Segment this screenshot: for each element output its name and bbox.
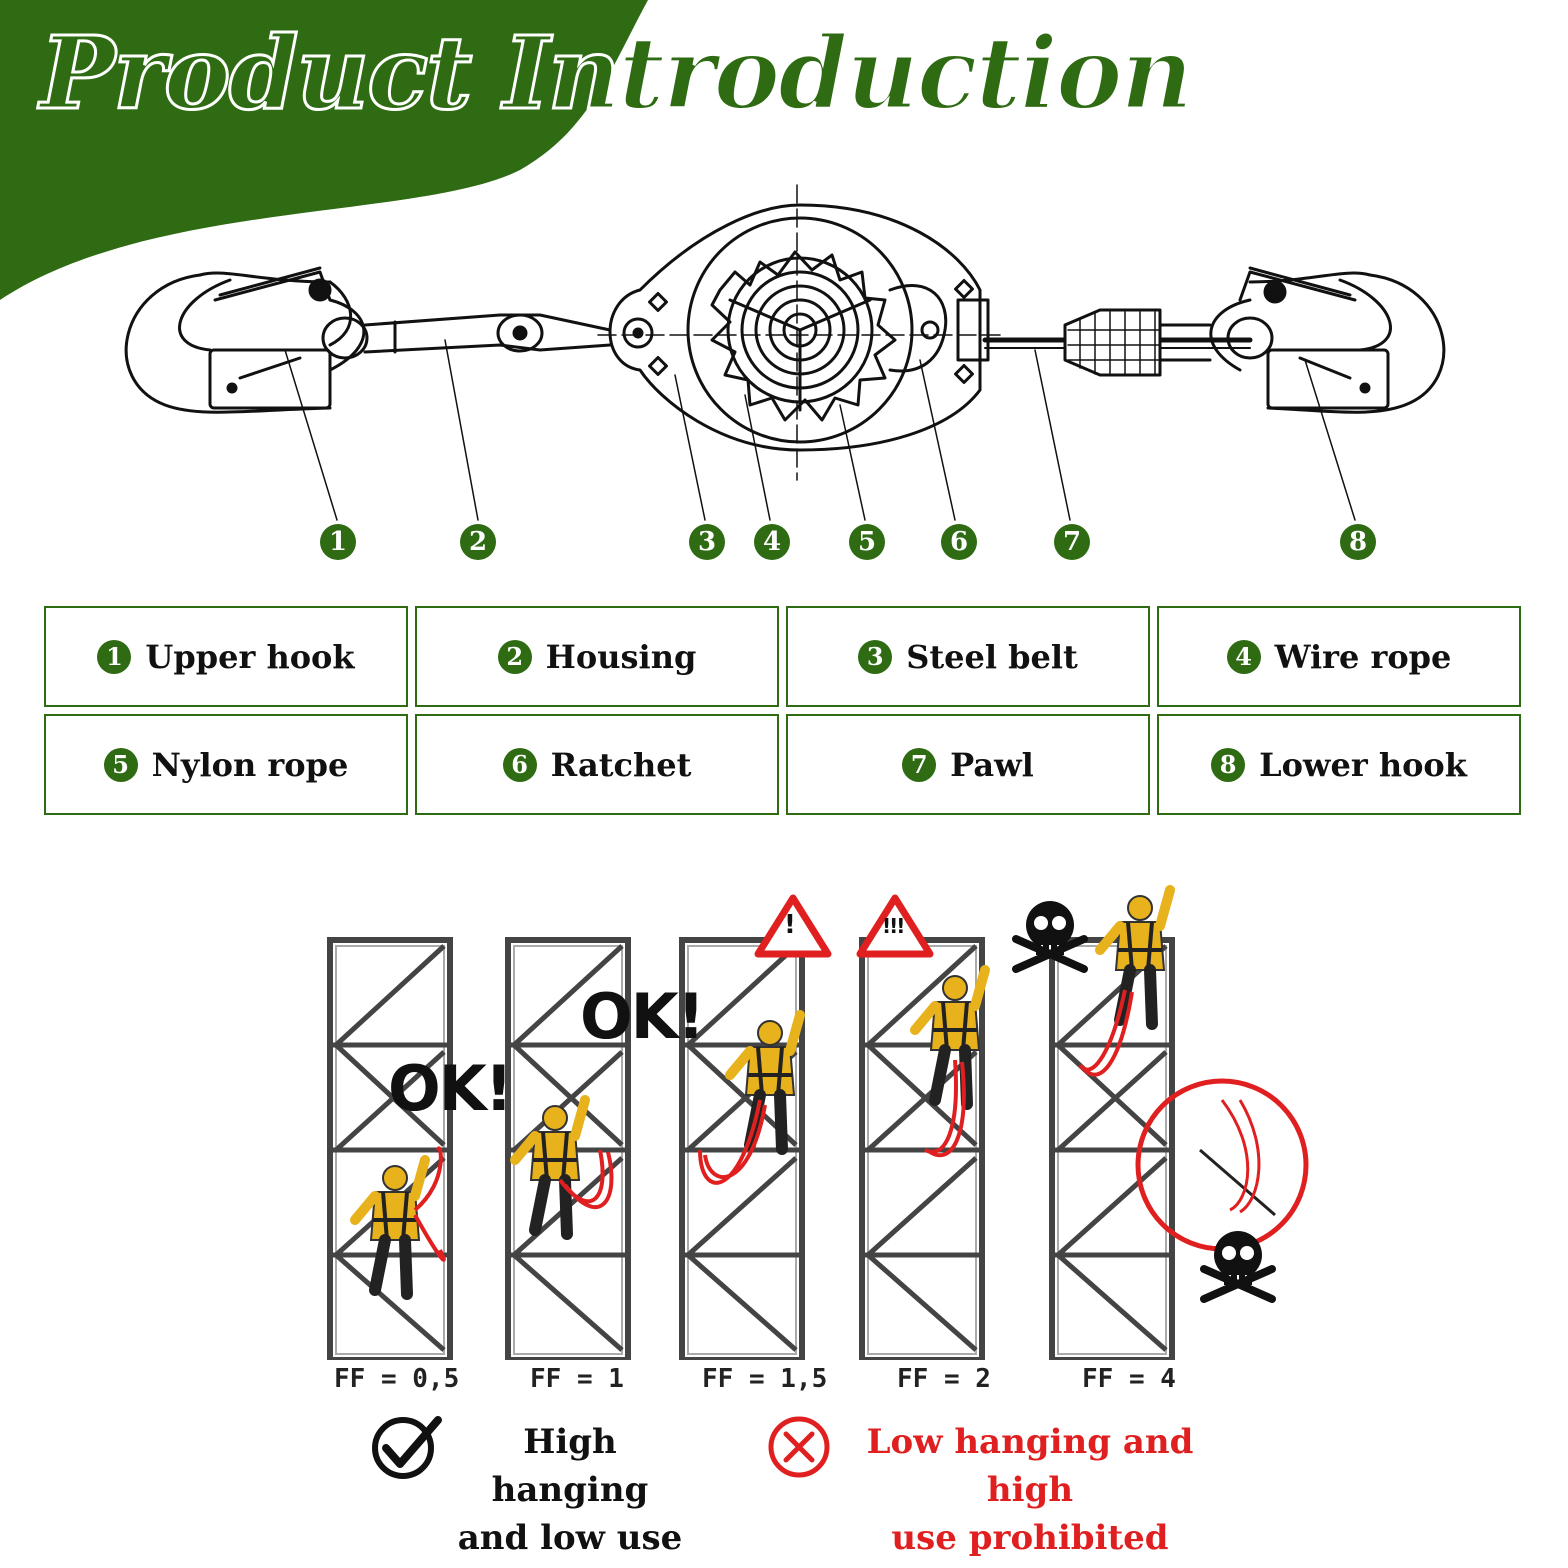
callout-1: 1 [320, 524, 356, 560]
fall-arrow [1199, 1148, 1276, 1217]
prohibited-practice-caption: Low hanging and high use prohibited [840, 1418, 1220, 1562]
x-circle-icon [768, 1416, 830, 1478]
lanyard-4 [924, 1059, 966, 1158]
bad-caption-line1: Low hanging and high [866, 1422, 1194, 1510]
legend-cell-pawl: 7 Pawl [786, 714, 1150, 815]
warning-mark: ! [784, 910, 796, 940]
callout-2: 2 [460, 524, 496, 560]
legend-cell-nylon-rope: 5 Nylon rope [44, 714, 408, 815]
fall-factor-label: FF = 1,5 [702, 1364, 828, 1394]
legend-number: 3 [858, 639, 893, 674]
ok-label: OK! [580, 980, 705, 1053]
legend-cell-housing: 2 Housing [415, 606, 779, 707]
lanyard-5 [1078, 989, 1134, 1077]
worker-5 [1100, 890, 1170, 1024]
legend-label: Upper hook [145, 637, 355, 676]
callout-3: 3 [689, 524, 725, 560]
upper-hook-shape [124, 266, 369, 414]
bad-caption-line2: use prohibited [891, 1518, 1169, 1558]
ok-label: OK! [388, 1052, 513, 1125]
legend-cell-ratchet: 6 Ratchet [415, 714, 779, 815]
legend-number: 1 [97, 639, 132, 674]
legend-label: Housing [545, 637, 697, 676]
checkmark-circle-icon [372, 1416, 442, 1479]
self-retracting-lifeline-drawing [124, 184, 1446, 521]
legend-cell-steel-belt: 3 Steel belt [786, 606, 1150, 707]
lanyard-3 [698, 1099, 767, 1185]
callout-6: 6 [941, 524, 977, 560]
housing-shape [608, 203, 990, 452]
legend-number: 2 [497, 639, 532, 674]
legend-label: Steel belt [906, 637, 1078, 676]
legend-number: 5 [103, 747, 138, 782]
legend-number: 7 [902, 747, 937, 782]
callout-7: 7 [1054, 524, 1090, 560]
legend-number: 4 [1226, 639, 1261, 674]
lanyard-2 [558, 1149, 614, 1210]
warning-triangle-icon [754, 894, 832, 958]
fall-factor-label: FF = 4 [1082, 1364, 1176, 1394]
double-warning-triangle-icon [856, 894, 934, 958]
legend-number: 8 [1211, 747, 1246, 782]
fall-factor-label: FF = 0,5 [334, 1364, 460, 1394]
callout-5: 5 [849, 524, 885, 560]
warning-mark: !!! [882, 914, 905, 938]
page-title: Product Introduction [38, 13, 1194, 134]
header-corner-banner [0, 0, 648, 300]
legend-label: Lower hook [1259, 745, 1467, 784]
worker-3 [730, 1015, 800, 1149]
legend-label: Nylon rope [151, 745, 349, 784]
legend-label: Ratchet [550, 745, 692, 784]
worker-2 [515, 1100, 585, 1234]
fall-factor-illustration [310, 880, 1309, 1360]
good-caption-line2: and low use [457, 1518, 683, 1558]
legend-label: Pawl [950, 745, 1034, 784]
callout-8: 8 [1340, 524, 1376, 560]
legend-label: Wire rope [1274, 637, 1452, 676]
legend-cell-lower-hook: 8 Lower hook [1157, 714, 1521, 815]
parts-legend-table: 1 Upper hook 2 Housing 3 Steel belt 4 Wi… [44, 606, 1524, 820]
scaffold-tower-1 [330, 940, 450, 1360]
legend-cell-upper-hook: 1 Upper hook [44, 606, 408, 707]
good-practice-caption: High hanging and low use [440, 1418, 700, 1562]
fall-factor-label: FF = 1 [530, 1364, 624, 1394]
lanyard-1 [413, 1146, 446, 1262]
callout-4: 4 [754, 524, 790, 560]
legend-cell-wire-rope: 4 Wire rope [1157, 606, 1521, 707]
good-caption-line1: High hanging [491, 1422, 649, 1510]
legend-number: 6 [502, 747, 537, 782]
lower-hook-shape [1209, 266, 1446, 414]
fall-factor-label: FF = 2 [897, 1364, 991, 1394]
danger-circle [1135, 1078, 1309, 1252]
